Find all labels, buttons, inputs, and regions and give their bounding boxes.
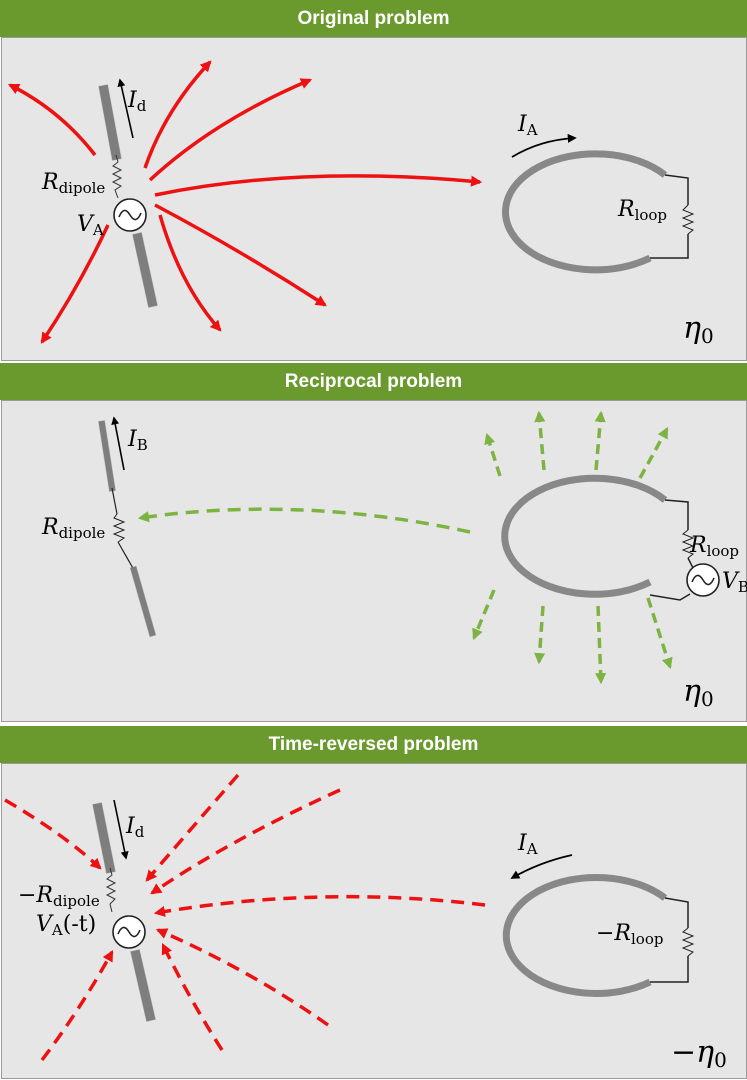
label-current-dipole: Id <box>125 814 145 841</box>
panel-body-reciprocal <box>1 400 747 722</box>
label-r-loop: Rloop <box>617 197 667 224</box>
original-labels: Id Rdipole VA IA Rloop η0 <box>41 88 714 348</box>
radiation-arrow <box>154 203 327 307</box>
label-current-dipole: Id <box>127 88 147 115</box>
time-reversed-labels: Id −Rdipole VA(-t) IA −Rloop −η0 <box>18 814 727 1072</box>
radiation-arrow <box>534 410 546 471</box>
antenna-arm-upper <box>98 84 122 161</box>
dipole-resistor <box>105 867 117 913</box>
loop-wire <box>649 593 691 601</box>
loop-antenna <box>502 150 668 274</box>
current-arrow <box>113 799 129 860</box>
incoming-arrow <box>4 798 102 870</box>
loop-wire <box>650 956 689 983</box>
original-dipole <box>98 78 158 308</box>
incoming-arrow <box>155 928 330 1027</box>
incoming-arrow <box>40 950 114 1062</box>
dipole-resistor <box>112 513 126 543</box>
incoming-arrow <box>150 788 341 895</box>
label-voltage-source: VA(-t) <box>36 912 96 939</box>
label-impedance: η0 <box>683 674 714 711</box>
label-impedance: −η0 <box>671 1035 727 1072</box>
radiation-arrow <box>472 589 496 641</box>
original-loop <box>502 133 695 274</box>
loop-antenna <box>502 873 668 997</box>
panel-title: Time-reversed problem <box>268 733 479 755</box>
current-arrow <box>117 78 134 139</box>
reciprocal-radiation-arrows <box>137 410 673 685</box>
panel-title: Reciprocal problem <box>284 370 463 392</box>
reciprocal-loop <box>501 474 720 601</box>
label-impedance: η0 <box>683 311 714 348</box>
dipole-resistor <box>111 154 123 199</box>
loop-resistor <box>681 927 695 957</box>
current-arrow <box>111 416 125 471</box>
label-r-loop: −Rloop <box>596 921 663 948</box>
loop-resistor <box>681 529 695 559</box>
loop-antenna <box>501 474 668 598</box>
antenna-arm-lower <box>130 949 156 1022</box>
incoming-arrow <box>145 773 240 882</box>
loop-current-arrow <box>510 854 573 879</box>
radiation-arrow <box>594 410 606 471</box>
loop-current-arrow <box>511 133 577 158</box>
radiation-arrow <box>534 605 546 665</box>
radiation-arrow <box>148 78 313 182</box>
radiation-arrow <box>137 507 471 534</box>
radiation-arrow <box>154 174 483 197</box>
label-voltage-source: VB <box>722 569 747 596</box>
time-reversed-loop <box>502 854 695 997</box>
radiation-arrow <box>143 60 212 169</box>
radiation-arrow <box>484 432 502 477</box>
panel-header-reciprocal: Reciprocal problem <box>0 363 747 400</box>
panel-title: Original problem <box>297 7 450 29</box>
label-loop-current: IA <box>517 112 538 139</box>
reciprocal-labels: IB Rdipole Rloop VB η0 <box>41 427 747 711</box>
radiation-arrow <box>7 83 97 157</box>
label-loop-current: IA <box>517 831 538 858</box>
time-reversed-incoming-arrows <box>4 773 486 1062</box>
radiation-arrow <box>40 224 110 344</box>
radiation-arrow <box>638 427 669 479</box>
panel-header-original: Original problem <box>0 0 747 37</box>
label-r-loop: Rloop <box>689 533 739 560</box>
label-r-dipole: Rdipole <box>41 515 105 542</box>
time-reversed-dipole <box>92 799 156 1022</box>
antenna-arm-lower <box>132 232 158 308</box>
incoming-arrow <box>153 894 486 918</box>
label-current-dipole: IB <box>127 427 148 454</box>
panel-header-time-reversed: Time-reversed problem <box>0 726 747 763</box>
antenna-arm-upper <box>98 420 116 492</box>
label-r-dipole: Rdipole <box>41 170 105 197</box>
loop-resistor <box>681 204 695 235</box>
loop-wire <box>664 897 689 928</box>
loop-wire <box>650 234 689 259</box>
radiation-arrow <box>595 605 607 685</box>
radiation-arrow <box>646 597 673 670</box>
antenna-arm-lower <box>130 566 156 637</box>
radiation-arrow <box>158 214 222 332</box>
antenna-arm-upper <box>92 802 116 874</box>
label-r-dipole: −Rdipole <box>18 883 100 910</box>
loop-wire <box>664 174 689 205</box>
loop-wire <box>664 499 689 530</box>
incoming-arrow <box>161 942 224 1051</box>
reciprocal-dipole <box>98 416 157 638</box>
label-voltage-source: VA <box>77 212 104 239</box>
original-radiation-arrows <box>7 60 483 344</box>
